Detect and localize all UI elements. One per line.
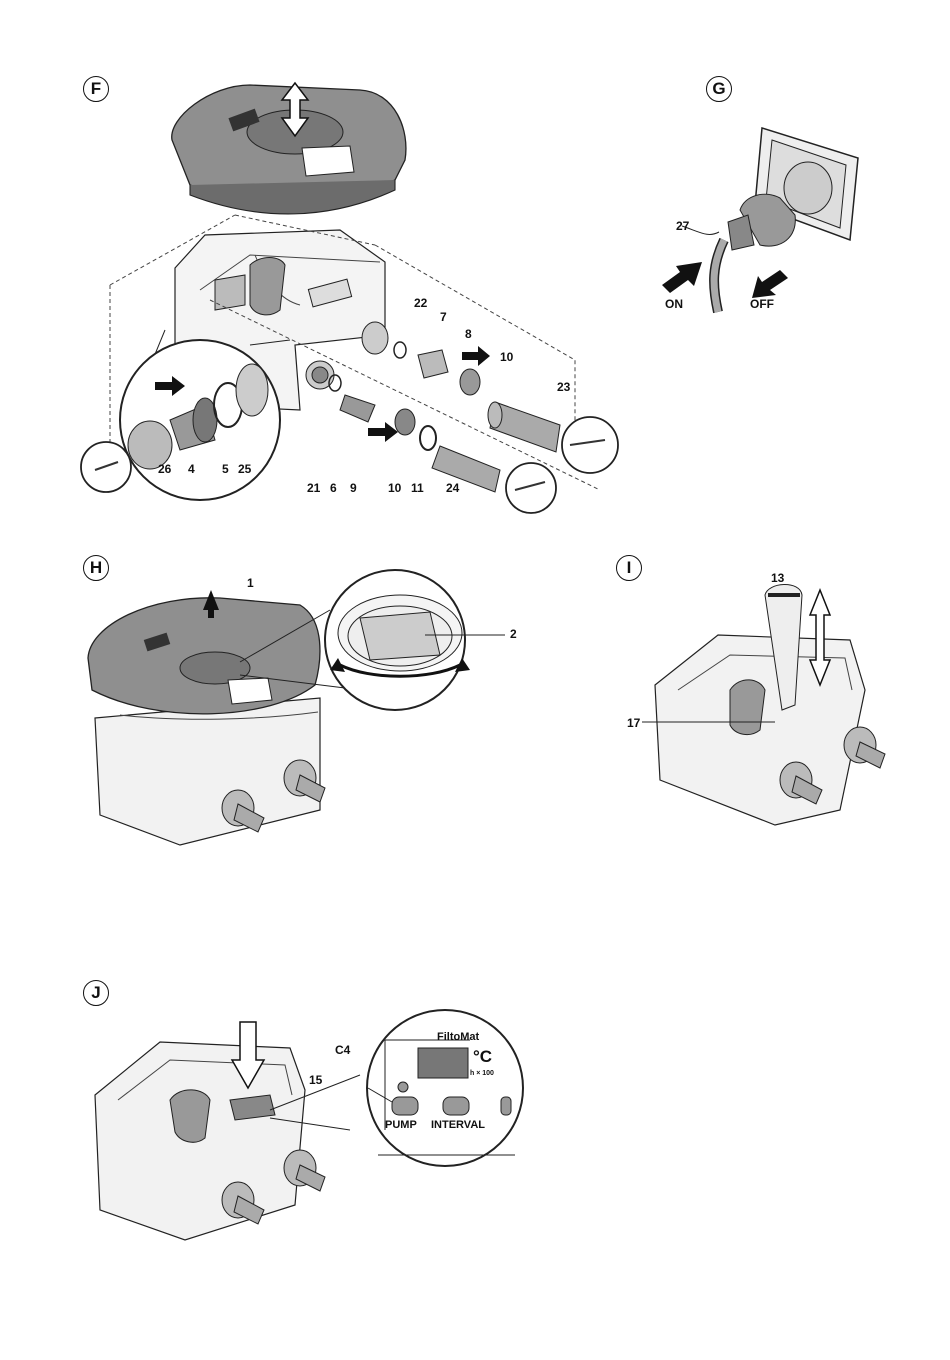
part-number-13: 13 — [771, 571, 784, 585]
part-number-22: 22 — [414, 296, 427, 310]
part-number-10: 10 — [500, 350, 513, 364]
panel-i: I 13 17 — [560, 540, 950, 860]
part-number-7: 7 — [440, 310, 447, 324]
part-number-21: 21 — [307, 481, 320, 495]
part-number-9: 9 — [350, 481, 357, 495]
panel-h: H 1 2 — [0, 540, 560, 860]
panel-g: G 27 ON OFF — [620, 0, 950, 330]
part-number-5: 5 — [222, 462, 229, 476]
part-number-26: 26 — [158, 462, 171, 476]
part-number-25: 25 — [238, 462, 251, 476]
part-number-4: 4 — [188, 462, 195, 476]
display-hours-label: h × 100 — [470, 1070, 494, 1077]
panel-j: J C4 15 FiltoMat °C h × 100 PUMP INTERVA… — [0, 970, 560, 1260]
part-number-17: 17 — [627, 716, 640, 730]
pump-button-label: PUMP — [385, 1119, 417, 1131]
power-plug-drawing — [620, 0, 950, 330]
part-number-c4: C4 — [335, 1043, 350, 1057]
part-number-10b: 10 — [388, 481, 401, 495]
interval-button-label: INTERVAL — [431, 1119, 485, 1131]
part-number-23: 23 — [557, 380, 570, 394]
handle-lift-drawing — [560, 540, 950, 860]
display-unit-label: °C — [473, 1047, 492, 1067]
control-panel-press-drawing — [0, 970, 560, 1260]
part-number-6: 6 — [330, 481, 337, 495]
on-label: ON — [665, 297, 683, 311]
part-number-15: 15 — [309, 1073, 322, 1087]
part-number-27: 27 — [676, 219, 689, 233]
part-number-24: 24 — [446, 481, 459, 495]
part-number-1: 1 — [247, 576, 254, 590]
part-number-11: 11 — [411, 481, 424, 495]
display-brand-label: FiltoMat — [437, 1031, 479, 1043]
filter-assembly-exploded-drawing — [0, 0, 620, 530]
part-number-8: 8 — [465, 327, 472, 341]
panel-f: F — [0, 0, 620, 530]
off-label: OFF — [750, 297, 774, 311]
lid-removal-drawing — [0, 540, 560, 860]
part-number-2: 2 — [510, 627, 517, 641]
